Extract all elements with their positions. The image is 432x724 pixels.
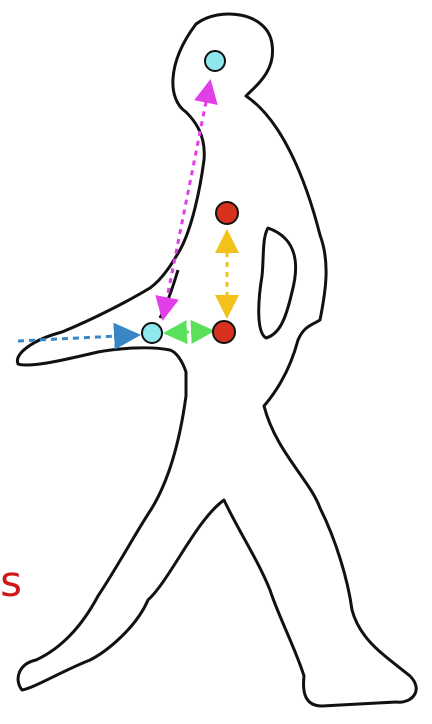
clipped-text: s	[0, 547, 22, 617]
trunk-upper-point	[216, 202, 238, 224]
hand-point	[142, 323, 162, 343]
trunk-lower-point	[213, 321, 235, 343]
head-point	[205, 51, 225, 71]
clipped-text-fragment: s	[0, 547, 24, 617]
body-silhouette	[17, 14, 416, 706]
